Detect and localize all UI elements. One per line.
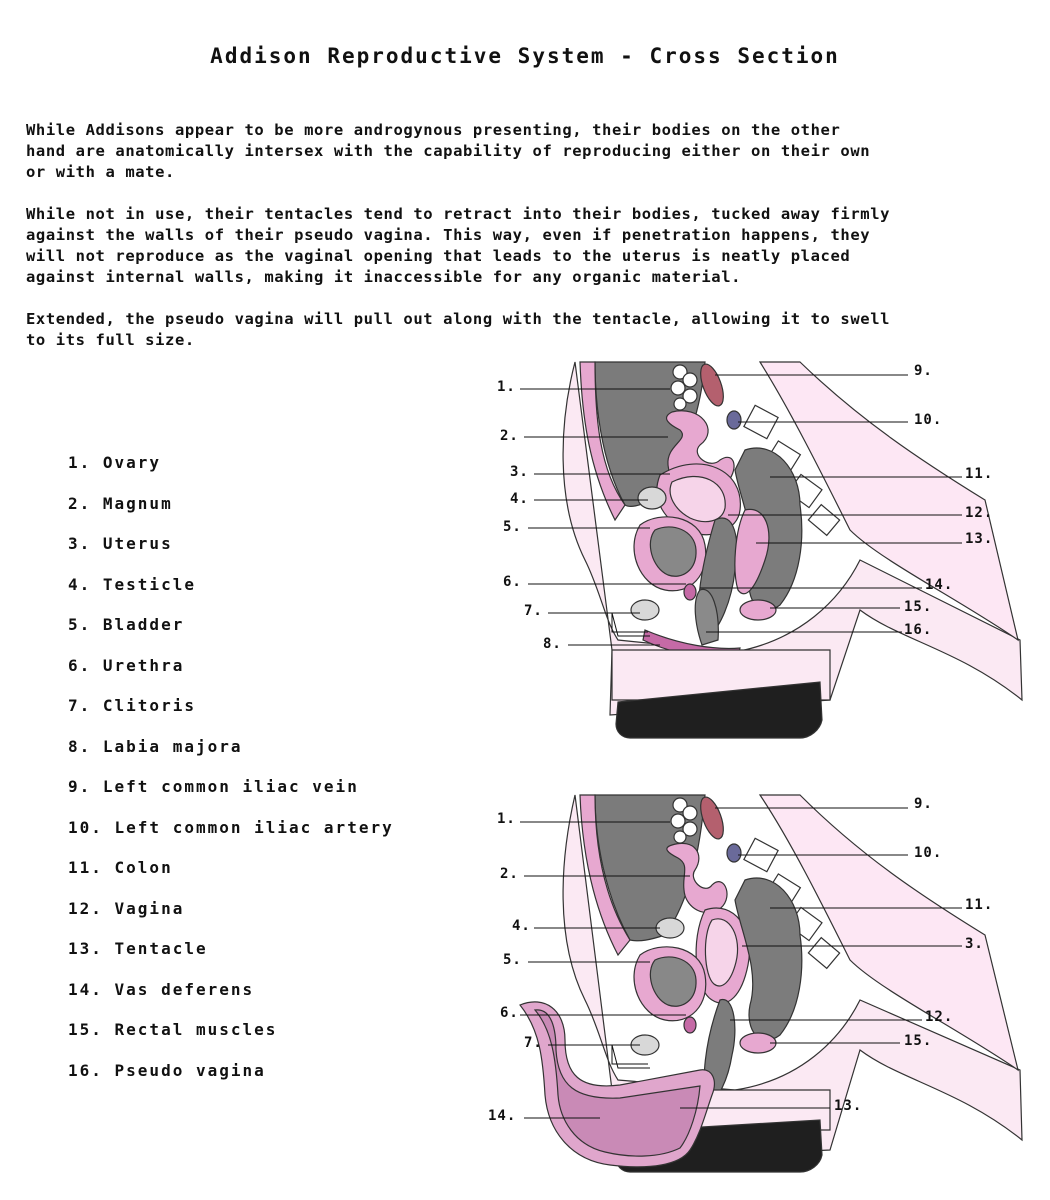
label-top-2: 2. (500, 428, 519, 444)
intro-paragraph-3: Extended, the pseudo vagina will pull ou… (26, 310, 891, 349)
bladder-inner (649, 956, 697, 1007)
label-bottom-3: 3. (965, 936, 984, 952)
legend-item: 14. Vas deferens (68, 979, 255, 999)
legend-item: 4. Testicle (68, 574, 196, 594)
label-bottom-10: 10. (914, 845, 942, 861)
label-top-11: 11. (965, 466, 993, 482)
clitoris (630, 599, 660, 621)
label-top-8: 8. (543, 636, 562, 652)
label-bottom-12: 12. (925, 1009, 953, 1025)
legend-item: 10. Left common iliac artery (68, 817, 394, 837)
label-top-14: 14. (925, 577, 953, 593)
label-bottom-1: 1. (497, 811, 516, 827)
cross-section-retracted (562, 361, 1023, 739)
cavity-wall (579, 361, 626, 522)
legend-item: 6. Urethra (68, 655, 185, 675)
legend-item: 16. Pseudo vagina (68, 1060, 266, 1080)
label-top-3: 3. (510, 464, 529, 480)
iliac-vein (700, 796, 724, 840)
label-top-9: 9. (914, 363, 933, 379)
bottom-labels: 1. 2. 4. 5. 6. 7. 14. 9. 10. 11. 3. 12. … (488, 796, 993, 1124)
label-bottom-4: 4. (512, 918, 531, 934)
cross-section-extended (519, 794, 1023, 1173)
legend-item: 8. Labia majora (68, 736, 243, 756)
label-top-12: 12. (965, 505, 993, 521)
intro-text: While Addisons appear to be more androgy… (26, 120, 1036, 372)
label-bottom-14: 14. (488, 1108, 516, 1124)
bladder-inner (649, 526, 697, 577)
legend-item: 7. Clitoris (68, 696, 196, 715)
label-bottom-9: 9. (914, 796, 933, 812)
label-bottom-13: 13. (834, 1098, 862, 1114)
tentacle (734, 508, 770, 595)
label-bottom-6: 6. (500, 1005, 519, 1021)
label-top-16: 16. (904, 622, 932, 638)
extended-tentacle-inner (533, 1009, 701, 1157)
legend-item: 3. Uterus (68, 534, 173, 553)
label-bottom-7: 7. (524, 1035, 543, 1051)
label-top-4: 4. (510, 491, 529, 507)
label-bottom-5: 5. (503, 952, 522, 968)
legend-item: 1. Ovary (68, 453, 162, 472)
legend-item: 15. Rectal muscles (68, 1020, 278, 1039)
back-skin (758, 794, 1019, 1072)
bottom-leader-lines (520, 807, 962, 1119)
thigh-shadow (615, 681, 823, 739)
intro-paragraph-1: While Addisons appear to be more androgy… (26, 121, 871, 181)
legend-item: 11. Colon (68, 858, 173, 877)
urethra (683, 583, 697, 601)
iliac-artery (726, 410, 742, 430)
label-top-10: 10. (914, 412, 942, 428)
uterus-inner (704, 918, 739, 987)
testicle (637, 486, 667, 510)
legend-item: 13. Tentacle (68, 939, 208, 958)
rectal-muscles (739, 599, 777, 621)
testicle (655, 917, 685, 939)
body-skin (562, 361, 1023, 716)
back-skin (758, 361, 1019, 642)
iliac-vein (700, 363, 724, 407)
label-top-15: 15. (904, 599, 932, 615)
legend-item: 9. Left common iliac vein (68, 777, 359, 796)
legend-item: 12. Vagina (68, 898, 185, 918)
legend-item: 5. Bladder (68, 615, 185, 634)
top-leader-lines (520, 374, 962, 646)
legend-item: 2. Magnum (68, 493, 173, 513)
page-title: Addison Reproductive System - Cross Sect… (210, 44, 840, 68)
label-top-13: 13. (965, 531, 993, 547)
label-bottom-15: 15. (904, 1033, 932, 1049)
iliac-artery (726, 843, 742, 863)
label-top-6: 6. (503, 574, 522, 590)
pseudo-vagina (694, 588, 719, 646)
label-top-1: 1. (497, 379, 516, 395)
body-skin (562, 794, 1023, 1161)
urethra (683, 1016, 697, 1034)
label-top-7: 7. (524, 603, 543, 619)
cavity-wall (579, 794, 631, 957)
ovary (670, 797, 698, 844)
intro-paragraph-2: While not in use, their tentacles tend t… (26, 205, 891, 286)
top-labels: 1. 2. 3. 4. 5. 6. 7. 8. 9. 10. 11. 12. 1… (497, 363, 993, 652)
legend-list: 1. Ovary 2. Magnum 3. Uterus 4. Testicle… (68, 452, 394, 1100)
label-bottom-11: 11. (965, 897, 993, 913)
ovary (670, 364, 698, 411)
label-top-5: 5. (503, 519, 522, 535)
label-bottom-2: 2. (500, 866, 519, 882)
colon (734, 877, 803, 1041)
